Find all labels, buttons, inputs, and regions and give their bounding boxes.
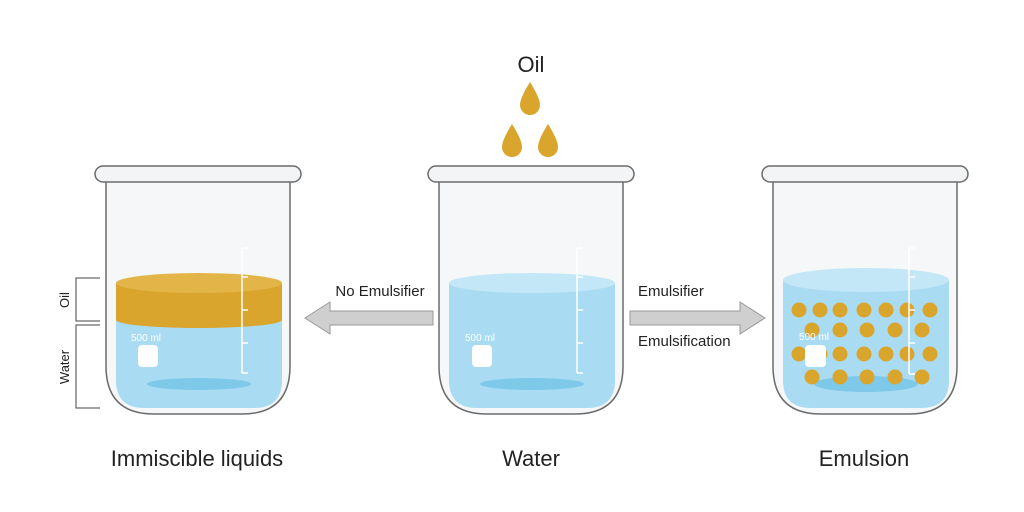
oil-droplet — [899, 302, 915, 318]
oil-droplet — [914, 322, 930, 338]
bracket-oil-label: Oil — [57, 292, 72, 308]
oil-droplets — [791, 302, 938, 385]
emulsifier-label: Emulsifier — [638, 283, 704, 300]
caption-immiscible: Immiscible liquids — [111, 446, 283, 471]
oil-droplet — [878, 302, 894, 318]
oil-droplet — [914, 369, 930, 385]
oil-droplet — [832, 369, 848, 385]
oil-drops-icon — [502, 82, 558, 157]
oil-droplet — [791, 302, 807, 318]
bracket-water-label: Water — [57, 349, 72, 384]
arrow-right-icon — [629, 301, 766, 335]
oil-droplet — [832, 322, 848, 338]
oil-droplet — [791, 346, 807, 362]
oil-droplet — [922, 346, 938, 362]
no-emulsifier-label: No Emulsifier — [335, 283, 424, 300]
oil-droplet — [856, 346, 872, 362]
oil-droplet — [887, 322, 903, 338]
caption-water: Water — [502, 446, 560, 471]
oil-droplet — [859, 322, 875, 338]
oil-droplet — [859, 369, 875, 385]
beaker-water: 500 ml — [427, 165, 635, 415]
beaker-emulsion: 500 ml — [761, 165, 969, 415]
volume-label: 500 ml — [131, 333, 161, 344]
oil-droplet — [804, 369, 820, 385]
beaker-immiscible: 500 ml — [94, 165, 302, 415]
oil-droplet — [899, 346, 915, 362]
volume-label: 500 ml — [799, 332, 829, 343]
oil-droplet — [832, 346, 848, 362]
oil-droplet — [804, 322, 820, 338]
oil-droplet — [922, 302, 938, 318]
bracket-oil — [75, 277, 100, 409]
oil-droplet — [856, 302, 872, 318]
volume-label: 500 ml — [465, 333, 495, 344]
arrow-left-icon — [304, 301, 434, 335]
caption-emulsion: Emulsion — [819, 446, 909, 471]
oil-title: Oil — [518, 52, 545, 77]
oil-droplet — [887, 369, 903, 385]
oil-droplet — [812, 302, 828, 318]
oil-droplet — [878, 346, 894, 362]
oil-droplet — [832, 302, 848, 318]
emulsification-label: Emulsification — [638, 333, 731, 350]
